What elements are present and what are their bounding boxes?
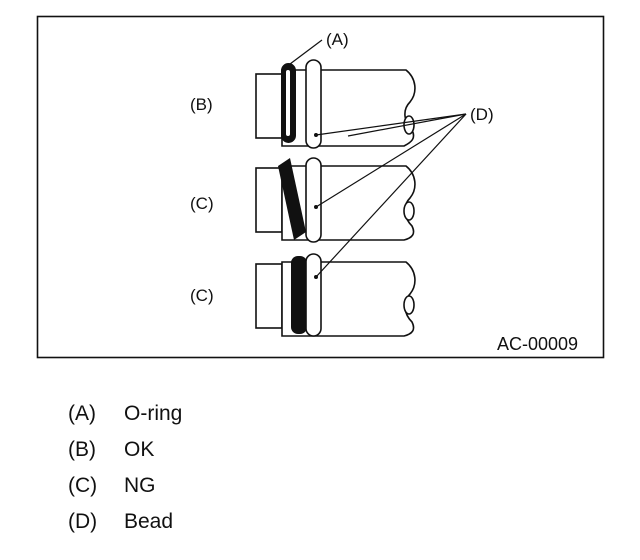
legend-item: (C) NG [68, 468, 182, 504]
leader-line-d-3 [315, 113, 467, 278]
leader-line-a [289, 39, 323, 65]
legend-key: (B) [68, 438, 96, 461]
leader-line-d-1b [347, 113, 467, 137]
bead-markers [314, 133, 318, 279]
pipe-oring-diagram: (A) (B) (C) (C) (D) AC-00009 [36, 15, 605, 359]
label-b: (B) [190, 95, 213, 114]
legend-text: OK [124, 438, 155, 461]
pipe-broken-end [403, 295, 415, 315]
pipe-fitting-end [255, 167, 283, 233]
legend-key: (A) [68, 402, 96, 425]
pipe-fitting-end [255, 263, 283, 329]
legend-key: (C) [68, 474, 98, 497]
pipe-assembly-ng-on-bead [255, 253, 416, 337]
label-a: (A) [326, 30, 349, 49]
leader-lines [289, 39, 467, 278]
label-c-upper: (C) [190, 194, 214, 213]
legend-item: (B) OK [68, 432, 182, 468]
o-ring [291, 256, 307, 334]
legend-key: (D) [68, 510, 98, 533]
figure-id: AC-00009 [497, 334, 578, 354]
bead [305, 253, 322, 337]
diagram-frame [36, 15, 605, 359]
legend-text: Bead [124, 510, 174, 533]
pipe-assembly-ng-tilted [255, 157, 416, 243]
leader-line-d-2 [315, 113, 467, 208]
pipe-assembly-ok [255, 59, 416, 149]
label-c-lower: (C) [190, 286, 214, 305]
o-ring-highlight [286, 70, 290, 136]
legend-item: (D) Bead [68, 504, 182, 540]
legend-text: NG [124, 474, 156, 497]
legend-text: O-ring [124, 402, 183, 425]
label-d: (D) [470, 105, 494, 124]
legend-item: (A) O-ring [68, 396, 182, 432]
pipe-fitting-end [255, 73, 283, 139]
bead [305, 59, 322, 149]
leader-line-d-1 [315, 113, 467, 136]
o-ring [278, 158, 306, 240]
bead [305, 157, 322, 243]
legend: (A) O-ring (B) OK (C) NG (D) Bead [68, 396, 182, 540]
pipe-broken-end [403, 201, 415, 221]
pipe-body [281, 69, 416, 147]
